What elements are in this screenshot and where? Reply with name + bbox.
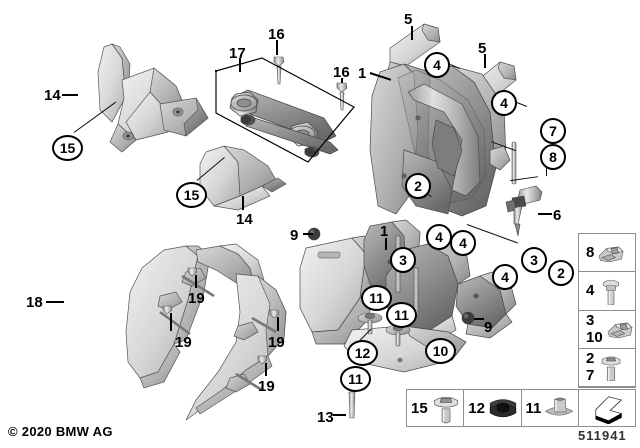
diagram-part-number: 511941 <box>578 428 627 443</box>
legend-number-12: 12 <box>468 399 485 417</box>
leader-8-arm <box>510 176 539 182</box>
callout-label-1: 1 <box>380 223 389 240</box>
callout-label-19: 19 <box>188 290 205 307</box>
circled-callout-4: 4 <box>450 230 476 256</box>
circled-callout-11: 11 <box>361 285 392 311</box>
copyright-notice: © 2020 BMW AG <box>8 424 113 439</box>
legend-right-cell-8: 8 <box>579 234 635 273</box>
callout-label-14: 14 <box>44 87 61 104</box>
leader-9a <box>303 233 313 235</box>
callout-label-17: 17 <box>229 45 246 62</box>
leader-18 <box>46 301 64 303</box>
circled-callout-3: 3 <box>521 247 547 273</box>
circled-callout-8: 8 <box>540 144 566 170</box>
callout-label-18: 18 <box>26 294 43 311</box>
legend-bottom-cell-11: 11 <box>522 390 579 426</box>
leader-19d <box>265 363 267 376</box>
leader-14a <box>62 94 78 96</box>
leader-1b <box>385 238 387 250</box>
legend-bottom-panel: 15 12 11 <box>406 389 636 427</box>
callout-label-6: 6 <box>553 207 562 224</box>
part-1-front-panel <box>369 63 511 217</box>
circled-callout-7: 7 <box>540 118 566 144</box>
leader-5a <box>411 26 413 40</box>
leader-7 <box>491 141 517 152</box>
leader-1a <box>369 72 392 81</box>
part-6-sensor <box>505 185 543 237</box>
spacer-bushing-icon <box>545 397 574 416</box>
leader-19c <box>277 317 279 331</box>
legend-number-10: 10 <box>586 329 603 347</box>
callout-label-1: 1 <box>358 65 367 82</box>
callout-label-16: 16 <box>333 64 350 81</box>
legend-number-8: 8 <box>586 244 595 262</box>
legend-number-15: 15 <box>411 399 428 417</box>
callout-label-14: 14 <box>236 211 253 228</box>
callout-label-9: 9 <box>290 227 299 244</box>
circled-callout-10: 10 <box>425 338 456 364</box>
torx-pan-screw-icon <box>602 356 621 382</box>
circled-callout-4: 4 <box>491 90 517 116</box>
circled-callout-2: 2 <box>405 173 431 199</box>
direction-arrow-icon <box>595 396 623 424</box>
legend-bottom-cell-12: 12 <box>464 390 522 426</box>
legend-number-3: 3 <box>586 312 595 330</box>
circled-callout-3: 3 <box>390 247 416 273</box>
legend-number-11: 11 <box>525 399 542 417</box>
leader-15b <box>196 156 225 182</box>
circled-callout-4: 4 <box>424 52 450 78</box>
leader-19b <box>170 313 172 331</box>
circled-callout-4: 4 <box>492 264 518 290</box>
leader-19a <box>195 275 197 288</box>
leader-14b <box>242 196 244 210</box>
callout-label-13: 13 <box>317 409 334 426</box>
legend-bottom-cell-arrow <box>579 390 635 426</box>
callout-label-19: 19 <box>268 334 285 351</box>
legend-bottom-cell-15: 15 <box>407 390 465 426</box>
part-19-screws <box>159 267 280 392</box>
circled-callout-15: 15 <box>176 182 207 208</box>
part-17-bracket <box>229 89 339 158</box>
leader-13 <box>333 414 346 416</box>
leader-5b <box>484 54 486 68</box>
leader-15a <box>73 101 117 134</box>
leader-16a <box>276 40 278 55</box>
callout-label-5: 5 <box>404 11 413 28</box>
legend-number-4: 4 <box>586 282 595 300</box>
circled-callout-4: 4 <box>426 224 452 250</box>
torx-flange-screw-icon <box>433 396 459 424</box>
callout-label-16: 16 <box>268 26 285 43</box>
clip-nut-icon <box>607 322 633 339</box>
circled-callout-15: 15 <box>52 135 83 161</box>
part-14-upper-left <box>97 43 209 153</box>
legend-number-7: 7 <box>586 367 595 385</box>
circled-callout-11: 11 <box>386 302 417 328</box>
callout-label-19: 19 <box>175 334 192 351</box>
group-box-17 <box>215 70 217 72</box>
rubber-grommet-icon <box>489 399 517 418</box>
leader-6 <box>538 213 552 215</box>
circled-callout-2: 2 <box>548 260 574 286</box>
legend-number-2: 2 <box>586 350 595 368</box>
callout-label-19: 19 <box>258 378 275 395</box>
legend-right-cell-4: 4 <box>579 272 635 311</box>
pan-head-screw-icon <box>603 279 620 305</box>
leader-9b <box>474 318 484 320</box>
callout-label-5: 5 <box>478 40 487 57</box>
callout-label-9: 9 <box>484 319 493 336</box>
clip-nut-icon <box>599 246 624 262</box>
circled-callout-12: 12 <box>347 340 378 366</box>
circled-callout-11: 11 <box>340 366 371 392</box>
